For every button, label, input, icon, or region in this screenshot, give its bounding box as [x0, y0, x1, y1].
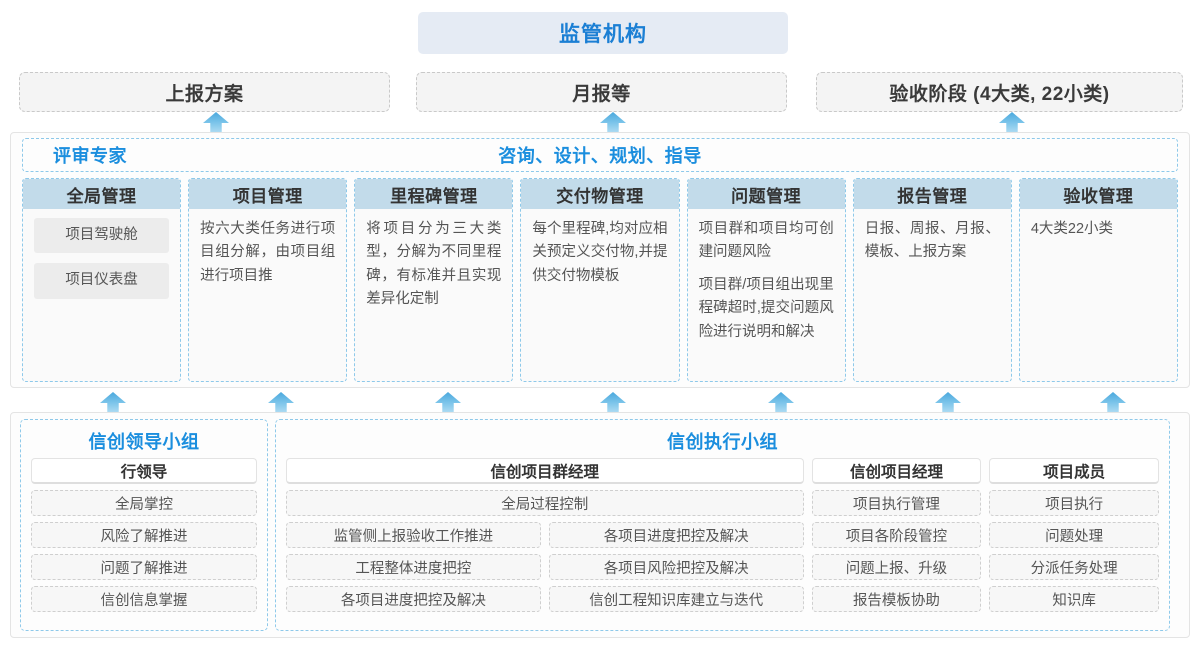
regulator-box: 监管机构	[418, 12, 788, 54]
role-item[interactable]: 问题了解推进	[31, 554, 257, 580]
program-manager-left-column: 监管侧上报验收工作推进 工程整体进度把控 各项目进度把控及解决	[286, 522, 541, 621]
column-paragraph: 项目群和项目均可创建问题风险	[698, 221, 834, 261]
column-body: 4大类22小类	[1020, 209, 1177, 381]
group-title: 信创领导小组	[88, 432, 200, 452]
role-header: 信创项目群经理	[286, 458, 804, 484]
role-column-project-member: 项目成员 项目执行 问题处理 分派任务处理 知识库	[989, 458, 1159, 621]
role-column-project-manager: 信创项目经理 项目执行管理 项目各阶段管控 问题上报、升级 报告模板协助	[811, 458, 982, 621]
column-header: 项目管理	[189, 179, 347, 209]
role-item[interactable]: 全局掌控	[31, 490, 257, 516]
column-paragraph: 按六大类任务进行项目组分解，由项目组进行项目推	[200, 221, 336, 284]
column-global-management[interactable]: 全局管理 项目驾驶舱 项目仪表盘	[22, 178, 182, 382]
column-paragraph: 将项目分为三大类型，分解为不同里程碑，有标准并且实现差异化定制	[366, 221, 502, 308]
report-box-monthly: 月报等	[416, 72, 787, 112]
column-pill[interactable]: 项目仪表盘	[34, 263, 170, 299]
report-box-label: 月报等	[572, 83, 631, 105]
role-item[interactable]: 各项目进度把控及解决	[286, 586, 541, 612]
report-box-submission-plan: 上报方案	[19, 72, 390, 112]
report-box-label: 上报方案	[165, 83, 244, 105]
role-item[interactable]: 报告模板协助	[811, 586, 982, 612]
consulting-services-label: 咨询、设计、规划、指导	[498, 146, 702, 166]
role-item[interactable]: 项目执行	[989, 490, 1159, 516]
column-report-management[interactable]: 报告管理 日报、周报、月报、模板、上报方案	[852, 178, 1012, 382]
capability-columns: 全局管理 项目驾驶舱 项目仪表盘 项目管理 按六大类任务进行项目组分解，由项目组…	[22, 178, 1178, 382]
column-header: 交付物管理	[521, 179, 679, 209]
column-paragraph: 日报、周报、月报、模板、上报方案	[864, 221, 1000, 261]
column-issue-management[interactable]: 问题管理 项目群和项目均可创建问题风险 项目群/项目组出现里程碑超时,提交问题风…	[686, 178, 846, 382]
column-milestone-management[interactable]: 里程碑管理 将项目分为三大类型，分解为不同里程碑，有标准并且实现差异化定制	[354, 178, 514, 382]
column-header: 里程碑管理	[355, 179, 513, 209]
role-header: 信创项目经理	[811, 458, 982, 484]
role-item[interactable]: 信创信息掌握	[31, 586, 257, 612]
role-item[interactable]: 项目各阶段管控	[811, 522, 982, 548]
group-title: 信创执行小组	[667, 432, 778, 452]
column-body: 将项目分为三大类型，分解为不同里程碑，有标准并且实现差异化定制	[355, 209, 512, 381]
role-item[interactable]: 监管侧上报验收工作推进	[286, 522, 541, 548]
group-body: 行领导 全局掌控 风险了解推进 问题了解推进 信创信息掌握	[31, 458, 257, 621]
group-execution-team: 信创执行小组 信创项目群经理 全局过程控制 监管侧上报验收工作推进 工程整体进度…	[275, 419, 1170, 631]
role-header: 项目成员	[989, 458, 1159, 484]
column-body: 项目驾驶舱 项目仪表盘	[23, 209, 180, 381]
role-column-program-manager: 信创项目群经理 全局过程控制 监管侧上报验收工作推进 工程整体进度把控 各项目进…	[286, 458, 804, 621]
program-manager-right-column: 各项目进度把控及解决 各项目风险把控及解决 信创工程知识库建立与迭代	[548, 522, 804, 621]
column-header: 验收管理	[1019, 179, 1177, 209]
role-item[interactable]: 信创工程知识库建立与迭代	[548, 586, 804, 612]
report-box-label: 验收阶段 (4大类, 22小类)	[889, 83, 1110, 105]
report-box-acceptance-stage: 验收阶段 (4大类, 22小类)	[816, 72, 1183, 112]
column-paragraph: 项目群/项目组出现里程碑超时,提交问题风险进行说明和解决	[698, 276, 834, 340]
column-header: 报告管理	[853, 179, 1011, 209]
group-body: 信创项目群经理 全局过程控制 监管侧上报验收工作推进 工程整体进度把控 各项目进…	[286, 458, 1159, 621]
regulator-label: 监管机构	[559, 23, 647, 46]
role-item[interactable]: 知识库	[989, 586, 1159, 612]
column-body: 日报、周报、月报、模板、上报方案	[854, 209, 1011, 381]
role-header: 行领导	[31, 458, 257, 484]
column-body: 按六大类任务进行项目组分解，由项目组进行项目推	[189, 209, 346, 381]
role-item[interactable]: 分派任务处理	[989, 554, 1159, 580]
column-body: 每个里程碑,均对应相关预定义交付物,并提供交付物模板	[521, 209, 678, 381]
column-paragraph: 每个里程碑,均对应相关预定义交付物,并提供交付物模板	[532, 221, 668, 284]
review-experts-label: 评审专家	[53, 146, 127, 166]
column-deliverable-management[interactable]: 交付物管理 每个里程碑,均对应相关预定义交付物,并提供交付物模板	[520, 178, 680, 382]
role-item[interactable]: 问题上报、升级	[811, 554, 982, 580]
column-header: 问题管理	[687, 179, 845, 209]
column-project-management[interactable]: 项目管理 按六大类任务进行项目组分解，由项目组进行项目推	[188, 178, 348, 382]
role-item[interactable]: 问题处理	[989, 522, 1159, 548]
group-leading-team: 信创领导小组 行领导 全局掌控 风险了解推进 问题了解推进 信创信息掌握	[20, 419, 268, 631]
role-item[interactable]: 各项目风险把控及解决	[548, 554, 804, 580]
role-item[interactable]: 项目执行管理	[811, 490, 982, 516]
column-acceptance-management[interactable]: 验收管理 4大类22小类	[1018, 178, 1178, 382]
middle-banner: 评审专家 咨询、设计、规划、指导	[22, 138, 1178, 172]
role-item[interactable]: 工程整体进度把控	[286, 554, 541, 580]
role-item[interactable]: 风险了解推进	[31, 522, 257, 548]
column-body: 项目群和项目均可创建问题风险 项目群/项目组出现里程碑超时,提交问题风险进行说明…	[688, 209, 845, 381]
column-pill[interactable]: 项目驾驶舱	[34, 218, 170, 254]
program-manager-subcolumns: 监管侧上报验收工作推进 工程整体进度把控 各项目进度把控及解决 各项目进度把控及…	[286, 522, 804, 621]
role-column-bank-leader: 行领导 全局掌控 风险了解推进 问题了解推进 信创信息掌握	[31, 458, 257, 621]
role-item[interactable]: 全局过程控制	[286, 490, 804, 516]
column-header: 全局管理	[23, 179, 181, 209]
column-paragraph: 4大类22小类	[1030, 221, 1114, 237]
role-item[interactable]: 各项目进度把控及解决	[548, 522, 804, 548]
